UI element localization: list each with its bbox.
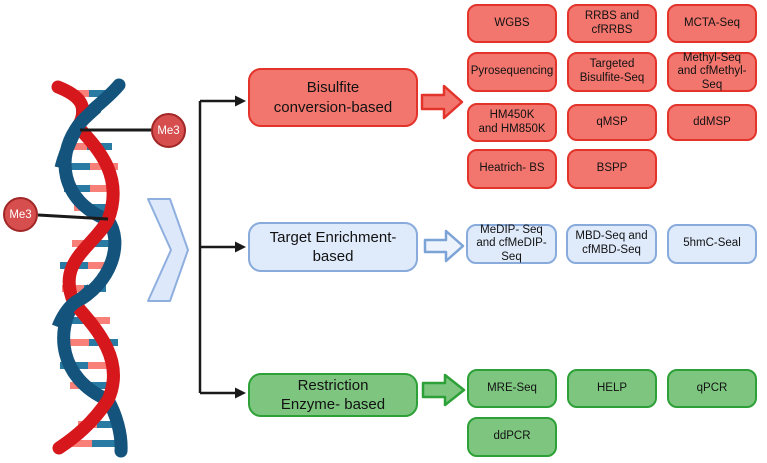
- category-restriction-enzyme: Restriction Enzyme- based: [248, 373, 418, 417]
- method-box-ddpcr: ddPCR: [467, 417, 557, 457]
- method-box-pyrosequencing: Pyrosequencing: [467, 52, 557, 92]
- enrichment-arrow-icon: [423, 229, 465, 263]
- method-box-help: HELP: [567, 369, 657, 408]
- method-box-ddmsp: ddMSP: [667, 104, 757, 141]
- flow-arrowheads: [235, 95, 246, 399]
- method-box-medip-seq-cfmedip-seq: MeDIP- Seq and cfMeDIP-Seq: [466, 224, 557, 264]
- chevron-icon: [147, 198, 189, 302]
- bisulfite-arrow-icon: [420, 84, 464, 120]
- method-box-qpcr: qPCR: [667, 369, 757, 408]
- me3-badge: Me3: [3, 197, 38, 232]
- method-box-bspp: BSPP: [567, 149, 657, 189]
- method-box-wgbs: WGBS: [467, 4, 557, 43]
- method-box-targeted-bisulfite-seq: Targeted Bisulfite-Seq: [567, 52, 657, 92]
- method-box-qmsp: qMSP: [567, 104, 657, 141]
- method-box-mcta-seq: MCTA-Seq: [667, 4, 757, 43]
- flow-connector: [198, 99, 237, 395]
- dna-weave-patch: [51, 284, 97, 330]
- method-box-methyl-seq-cfmethyl-seq: Methyl-Seq and cfMethyl-Seq: [667, 52, 757, 92]
- me3-badge: Me3: [151, 113, 186, 148]
- category-target-enrichment: Target Enrichment- based: [248, 222, 418, 272]
- dna-weave-patch: [54, 102, 102, 170]
- method-box-mbd-seq-cfmbd-seq: MBD-Seq and cfMBD-Seq: [566, 224, 657, 264]
- restriction-arrow-icon: [421, 373, 466, 407]
- category-bisulfite-conversion: Bisulfite conversion-based: [248, 68, 418, 127]
- method-box-5hmc-seal: 5hmC-Seal: [667, 224, 757, 264]
- dna-helix: [51, 78, 128, 458]
- me3-connector-line: [37, 213, 109, 221]
- method-box-mre-seq: MRE-Seq: [467, 369, 557, 408]
- method-box-heatrich-bs: Heatrich- BS: [467, 149, 557, 189]
- method-box-hm450k-hm850k: HM450K and HM850K: [467, 103, 557, 142]
- method-box-rrbs-cfrrbs: RRBS and cfRRBS: [567, 4, 657, 43]
